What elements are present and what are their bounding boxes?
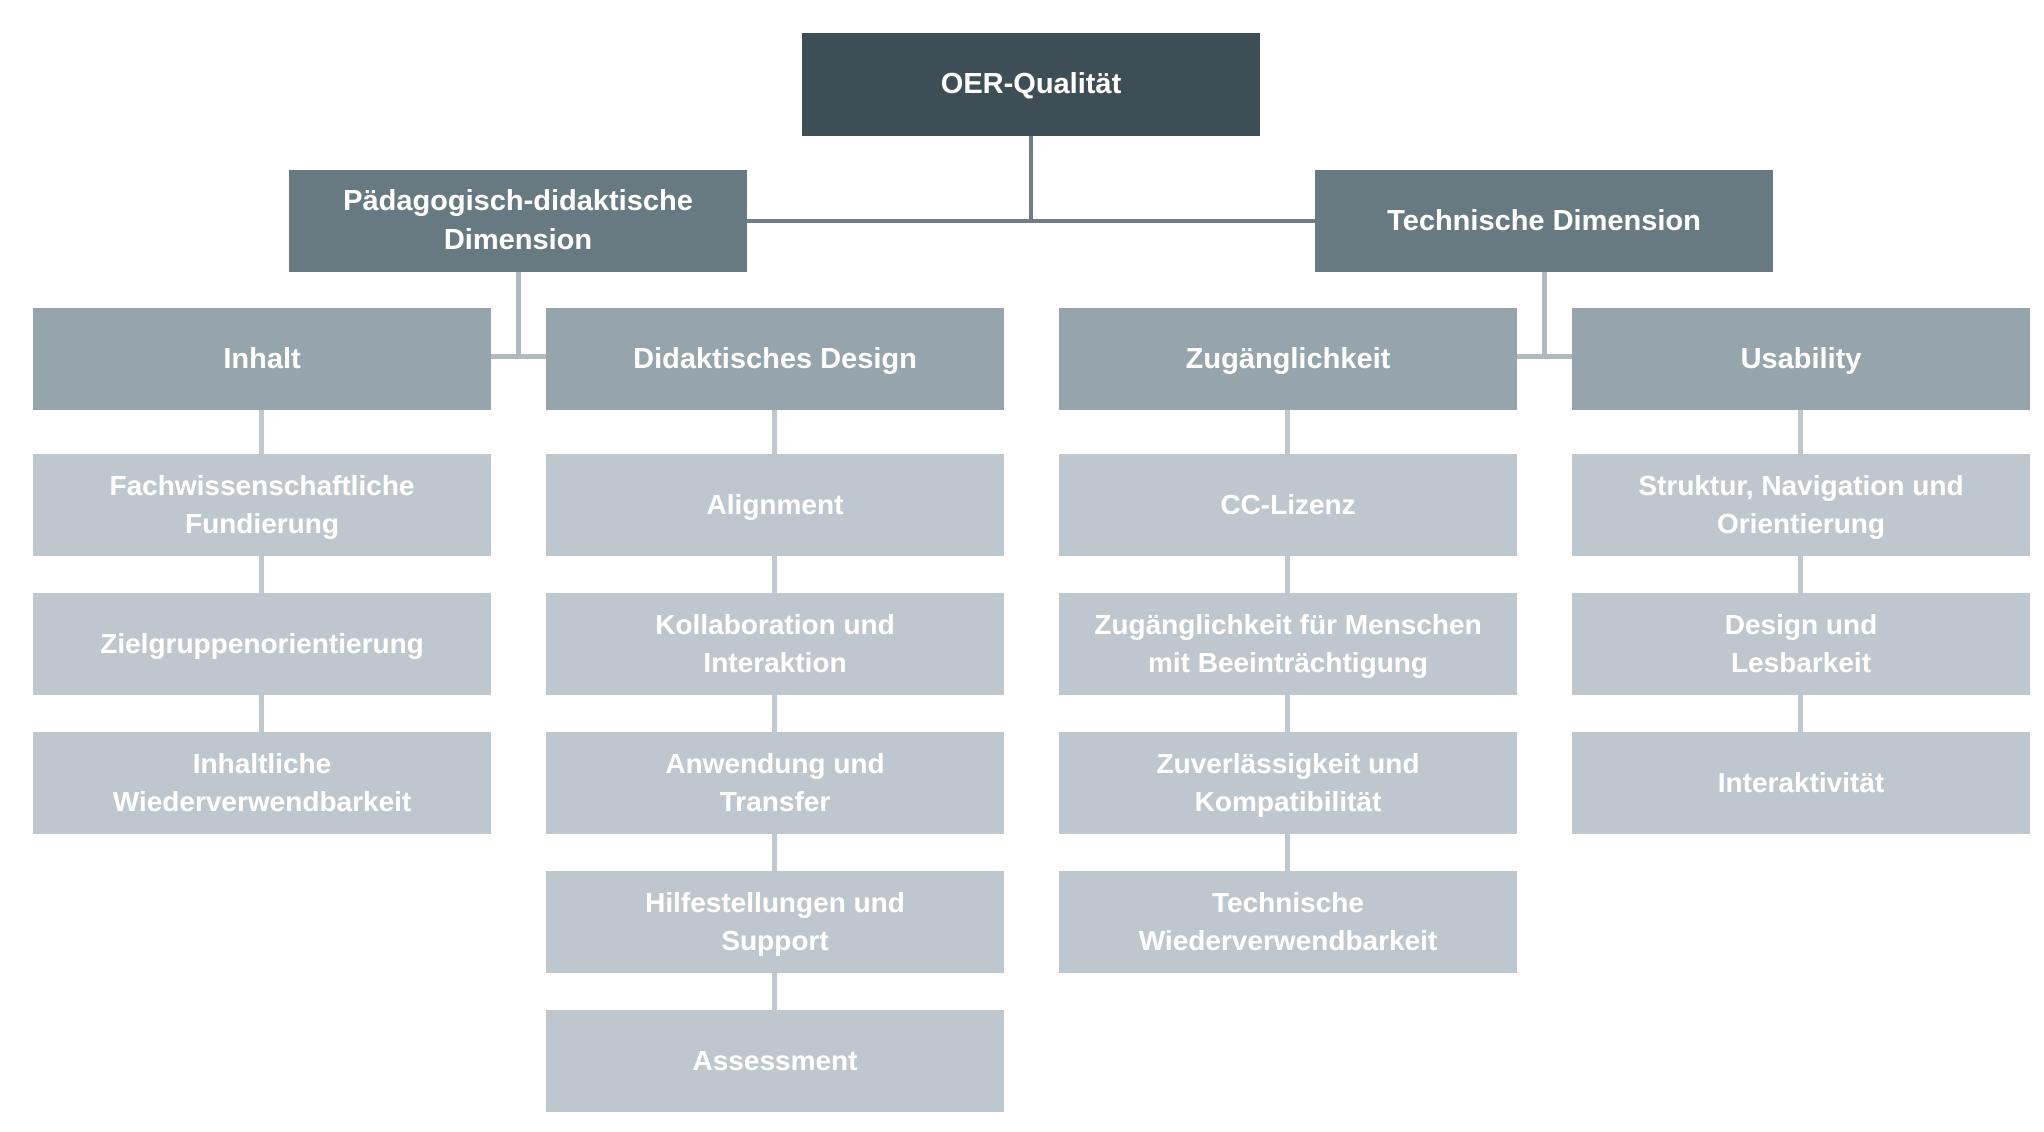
connector-col0-1 xyxy=(259,556,264,593)
connector-dim-right-stub xyxy=(1517,354,1572,359)
item-alignment: Alignment xyxy=(546,454,1004,556)
item-anwendung-transfer: Anwendung und Transfer xyxy=(546,732,1004,834)
box-technische-dimension: Technische Dimension xyxy=(1315,170,1773,272)
item-hilfestellungen-support: Hilfestellungen und Support xyxy=(546,871,1004,973)
header-didaktisches-design: Didaktisches Design xyxy=(546,308,1004,410)
item-struktur-navigation-orientierung: Struktur, Navigation und Orientierung xyxy=(1572,454,2030,556)
connector-col3-1 xyxy=(1798,556,1803,593)
connector-col3-2 xyxy=(1798,695,1803,732)
connector-col2-0 xyxy=(1285,410,1290,454)
connector-col2-2 xyxy=(1285,695,1290,732)
box-paedagogisch-didaktische-dimension: Pädagogisch-didaktische Dimension xyxy=(289,170,747,272)
item-zielgruppenorientierung: Zielgruppenorientierung xyxy=(33,593,491,695)
header-zugaenglichkeit: Zugänglichkeit xyxy=(1059,308,1517,410)
connector-dim-right-vertical xyxy=(1542,272,1547,359)
connector-col1-3 xyxy=(772,834,777,871)
item-interaktivitaet: Interaktivität xyxy=(1572,732,2030,834)
item-inhaltliche-wiederverwendbarkeit: Inhaltliche Wiederverwendbarkeit xyxy=(33,732,491,834)
header-inhalt: Inhalt xyxy=(33,308,491,410)
connector-col0-2 xyxy=(259,695,264,732)
connector-col2-3 xyxy=(1285,834,1290,871)
connector-col1-1 xyxy=(772,556,777,593)
connector-col3-0 xyxy=(1798,410,1803,454)
connector-dim-left-stub xyxy=(491,354,546,359)
item-assessment: Assessment xyxy=(546,1010,1004,1112)
connector-col2-1 xyxy=(1285,556,1290,593)
connector-root-vertical xyxy=(1029,136,1033,221)
header-usability: Usability xyxy=(1572,308,2030,410)
item-kollaboration-interaktion: Kollaboration und Interaktion xyxy=(546,593,1004,695)
item-cc-lizenz: CC-Lizenz xyxy=(1059,454,1517,556)
item-zuverlaessigkeit-kompatibilitaet: Zuverlässigkeit und Kompatibilität xyxy=(1059,732,1517,834)
connector-col1-2 xyxy=(772,695,777,732)
item-technische-wiederverwendbarkeit: Technische Wiederverwendbarkeit xyxy=(1059,871,1517,973)
item-fachwissenschaftliche-fundierung: Fachwissenschaftliche Fundierung xyxy=(33,454,491,556)
box-oer-qualitaet: OER-Qualität xyxy=(802,33,1260,136)
connector-col1-4 xyxy=(772,973,777,1010)
connector-root-horizontal xyxy=(747,219,1315,223)
connector-col1-0 xyxy=(772,410,777,454)
connector-dim-left-vertical xyxy=(516,272,521,359)
item-design-lesbarkeit: Design und Lesbarkeit xyxy=(1572,593,2030,695)
connector-col0-0 xyxy=(259,410,264,454)
item-zugaenglichkeit-menschen: Zugänglichkeit für Menschen mit Beeinträ… xyxy=(1059,593,1517,695)
